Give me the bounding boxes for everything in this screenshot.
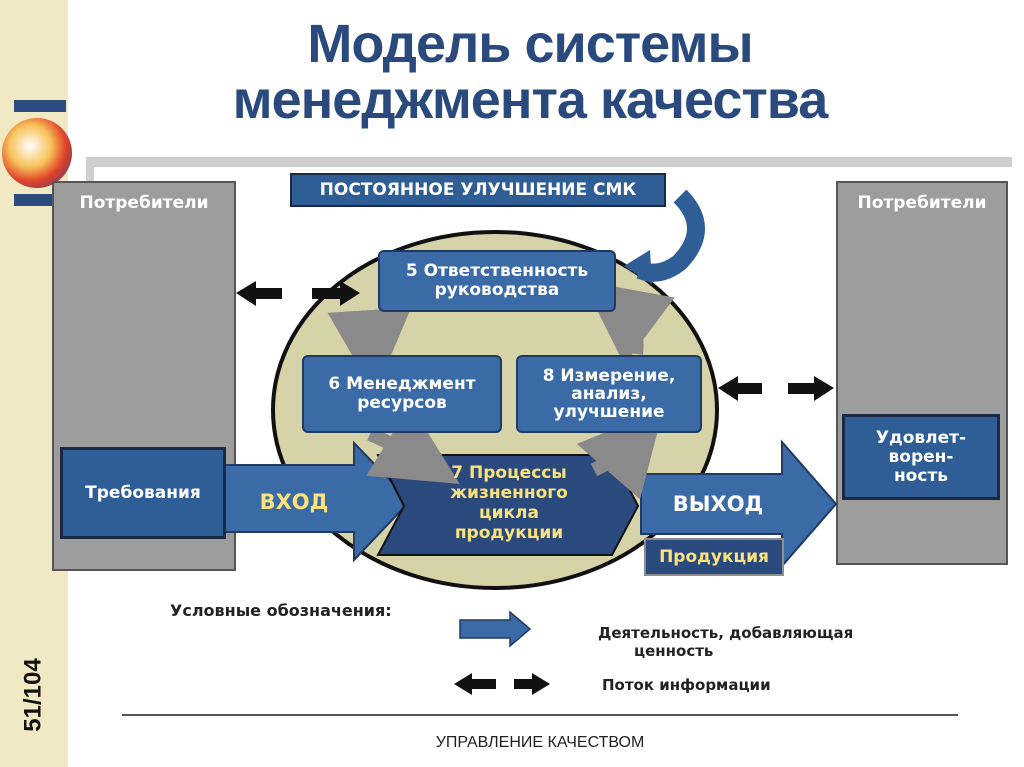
output-label: ВЫХОД: [672, 492, 764, 516]
process-7-line2: жизненного: [450, 483, 568, 503]
cycle-arrow-6-to-7: [366, 404, 460, 485]
legend-activity-arrow: [459, 610, 532, 648]
info-arrow-right: [788, 376, 834, 401]
process-7-label: 7 Процессы жизненного цикла продукции: [404, 463, 614, 543]
process-5-line2: руководства: [434, 280, 560, 300]
improvement-arrowhead: [624, 250, 652, 284]
process-6-line1: 6 Менеджмент: [328, 374, 476, 394]
process-8-box: 8 Измерение, анализ, улучшение: [516, 355, 702, 433]
cycle-arrow-8-to-5: [582, 280, 675, 365]
legend-info-label: Поток информации: [602, 676, 771, 694]
satisfaction-line3: ность: [893, 465, 949, 486]
process-7-line3: цикла: [479, 503, 539, 523]
process-8-line1: 8 Измерение,: [542, 366, 676, 386]
satisfaction-box: Удовлет- ворен- ность: [842, 414, 1000, 500]
footer-text: УПРАВЛЕНИЕ КАЧЕСТВОМ: [435, 734, 645, 751]
legend-activity-line1: Деятельность, добавляющая: [598, 624, 854, 642]
consumers-left-label: Потребители: [79, 193, 209, 213]
consumers-right-label: Потребители: [857, 193, 987, 213]
legend-activity-line2: ценность: [634, 642, 714, 660]
output-arrow: [640, 439, 838, 569]
improvement-arrow: [636, 189, 705, 282]
legend-activity-label: Деятельность, добавляющая ценность: [598, 624, 853, 660]
footer-divider: [122, 714, 958, 716]
title-line-1: Модель системы: [307, 14, 753, 74]
process-7-line4: продукции: [454, 523, 564, 543]
process-5-line1: 5 Ответственность: [405, 261, 589, 281]
info-arrow-right: [312, 281, 360, 306]
process-6-line2: ресурсов: [357, 393, 447, 413]
requirements-box: Требования: [60, 447, 226, 539]
title-line-2: менеджмента качества: [232, 70, 829, 130]
divider: [86, 157, 1012, 167]
legend-title: Условные обозначения:: [170, 601, 392, 620]
info-arrow-left: [236, 281, 282, 306]
continuous-improvement-label: ПОСТОЯННОЕ УЛУЧШЕНИЕ СМК: [290, 173, 666, 207]
requirements-label: Требования: [85, 483, 201, 503]
strip-bar: [14, 100, 66, 112]
legend-info-arrow-left: [454, 673, 496, 695]
divider: [86, 157, 94, 181]
input-arrow: [223, 440, 412, 563]
info-arrow-left: [718, 376, 762, 401]
page-title: Модель системы менеджмента качества: [150, 16, 910, 128]
product-box: Продукция: [644, 538, 784, 576]
product-label: Продукция: [659, 547, 769, 567]
legend-info-arrow-right: [514, 673, 550, 695]
logo-icon: [2, 118, 72, 188]
process-5-box: 5 Ответственность руководства: [378, 250, 616, 312]
process-8-line3: улучшение: [553, 402, 665, 422]
consumers-right-panel: [836, 181, 1008, 565]
satisfaction-line2: ворен-: [888, 446, 954, 467]
process-7-line1: 7 Процессы: [451, 463, 567, 483]
input-label: ВХОД: [259, 490, 329, 514]
process-6-box: 6 Менеджмент ресурсов: [302, 355, 502, 433]
process-8-line2: анализ,: [571, 384, 647, 404]
satisfaction-line1: Удовлет-: [875, 427, 967, 448]
cycle-arrow-7-to-8: [576, 408, 664, 500]
